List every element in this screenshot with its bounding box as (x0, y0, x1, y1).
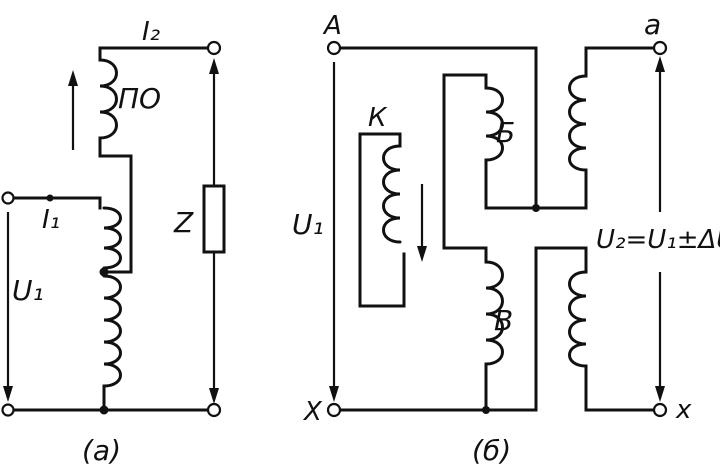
label-x: x (675, 395, 692, 425)
label-A: A (322, 11, 342, 41)
label-B6: Б (496, 116, 515, 149)
wire-b-sb-top (534, 246, 588, 274)
coil-b-series-bottom (568, 270, 588, 368)
arrow-po-head (68, 70, 78, 86)
coil-b6 (484, 86, 504, 162)
arrow-right-bottom-head (209, 388, 219, 404)
coil-a-upper (102, 206, 122, 270)
label-u1-a: U₁ (12, 274, 44, 307)
load-z (202, 184, 226, 254)
label-a: a (644, 8, 661, 41)
terminal-A (326, 40, 342, 56)
label-X: X (302, 397, 323, 427)
label-po: ПО (118, 82, 161, 115)
caption-b: (б) (472, 434, 511, 467)
coil-v (484, 260, 504, 366)
label-z: Z (173, 206, 194, 239)
arrow-u1-a-head (3, 386, 13, 402)
terminal-a (652, 40, 668, 56)
label-i2: I₂ (142, 17, 160, 47)
caption-a: (а) (82, 434, 121, 467)
junction-a-input (46, 194, 54, 202)
terminal-x (652, 402, 668, 418)
wire-b6-bottom (484, 158, 588, 210)
coil-b-series-top (568, 74, 588, 172)
label-u1-b: U₁ (292, 208, 324, 241)
wire-b-top (332, 46, 538, 210)
terminal-X (326, 402, 342, 418)
arrow-k-head (417, 246, 427, 262)
terminal-a-in-bottom (1, 403, 15, 417)
label-V: В (494, 304, 513, 337)
coil-po (98, 58, 118, 140)
label-K: К (368, 103, 388, 133)
label-u2: U₂=U₁±ΔU (596, 225, 720, 255)
wire-a-input (6, 196, 102, 210)
panel-a: I₂ ПО I₁ U₁ Z (а) (1, 17, 226, 467)
arrow-u2-top-head (655, 56, 665, 72)
terminal-a-out-top (206, 40, 222, 56)
arrow-u1-b-head (329, 386, 339, 402)
coil-k (382, 144, 402, 244)
terminal-a-in-top (1, 191, 15, 205)
panel-b: A a X x К Б В U₁ U₂=U₁±ΔU (б) (292, 8, 720, 467)
arrow-u2-bottom-head (655, 386, 665, 402)
terminal-a-out-bottom (206, 402, 222, 418)
wire-k-frame (358, 132, 406, 308)
coil-a-lower (102, 274, 122, 388)
junction-a-bottom (99, 405, 109, 415)
wire-a-po-return (98, 136, 133, 274)
wire-b-b6-frame (442, 73, 488, 250)
label-i1: I₁ (42, 205, 60, 235)
arrow-right-top-head (209, 58, 219, 74)
junction-a-tap (99, 267, 109, 277)
